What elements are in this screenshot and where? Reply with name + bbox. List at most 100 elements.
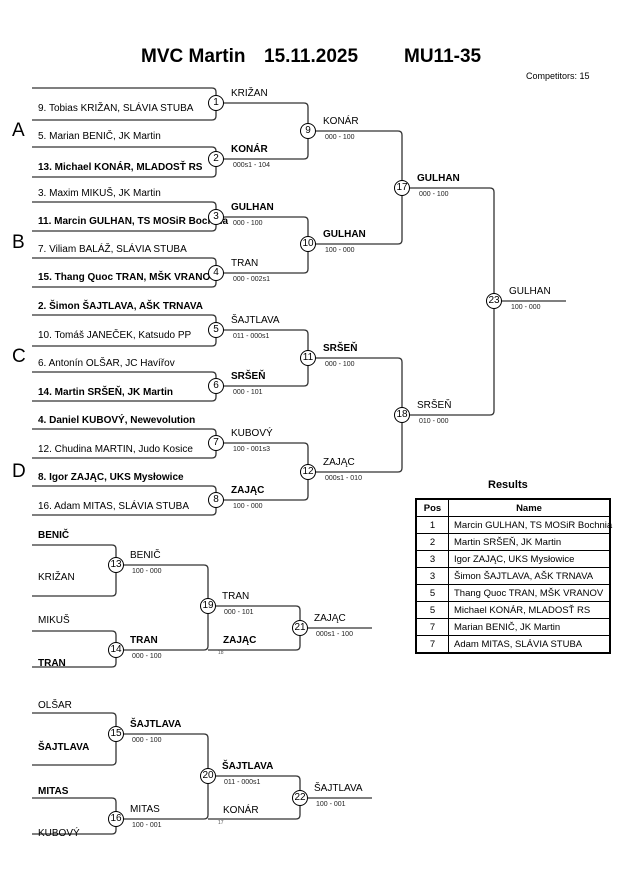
entry-label: 5. Marian BENIČ, JK Martin	[38, 131, 161, 142]
event-title: MVC Martin	[141, 46, 246, 67]
match-winner: ŠAJTLAVA	[231, 315, 280, 326]
result-position: 3	[415, 550, 449, 568]
match-score: 100 - 001	[132, 822, 162, 829]
match-number: 7	[208, 435, 224, 451]
results-col-name: Name	[448, 498, 611, 517]
match-number: 14	[108, 642, 124, 658]
match-winner: ZAJĄC	[323, 457, 355, 468]
result-name: Martin SRŠEŇ, JK Martin	[448, 533, 611, 551]
results-title: Results	[488, 479, 528, 491]
match-number: 18	[394, 407, 410, 423]
bracket-line	[402, 187, 495, 416]
match-winner: SRŠEŇ	[417, 400, 452, 411]
match-number: 23	[486, 293, 502, 309]
result-name: Marcin GULHAN, TS MOSiR Bochnia	[448, 516, 612, 534]
match-score: 000 - 101	[224, 609, 254, 616]
match-winner: ŠAJTLAVA	[222, 761, 274, 772]
match-number: 6	[208, 378, 224, 394]
bracket-line	[32, 712, 117, 766]
match-number: 15	[108, 726, 124, 742]
repechage-incoming: KONÁR	[223, 805, 259, 816]
match-score: 100 - 000	[132, 568, 162, 575]
incoming-source: 18	[218, 650, 224, 656]
match-number: 20	[200, 768, 216, 784]
bracket-line	[308, 357, 403, 473]
match-number: 8	[208, 492, 224, 508]
entry-label: 15. Thang Quoc TRAN, MŠK VRANOV	[38, 272, 217, 283]
match-winner: KRIŽAN	[231, 88, 268, 99]
repechage-entry: MIKUŠ	[38, 615, 70, 626]
entry-label: 10. Tomáš JANEČEK, Katsudo PP	[38, 330, 192, 341]
match-number: 9	[300, 123, 316, 139]
match-winner: BENIČ	[130, 550, 161, 561]
repechage-entry: KUBOVÝ	[38, 828, 80, 839]
repechage-entry: MITAS	[38, 786, 69, 797]
match-winner: GULHAN	[323, 229, 366, 240]
result-position: 5	[415, 601, 449, 619]
bracket-line	[32, 544, 117, 597]
match-winner: TRAN	[222, 591, 250, 602]
match-number: 11	[300, 350, 316, 366]
match-score: 000 - 100	[325, 134, 355, 141]
match-score: 000s1 - 100	[316, 631, 353, 638]
match-number: 1	[208, 95, 224, 111]
match-winner: GULHAN	[417, 173, 460, 184]
pool-label-a: A	[12, 120, 25, 141]
match-score: 000 - 100	[233, 220, 263, 227]
match-winner: KONÁR	[231, 144, 268, 155]
match-score: 100 - 000	[325, 247, 355, 254]
entry-label: 7. Viliam BALÁŽ, SLÁVIA STUBA	[38, 244, 187, 255]
results-header-row: Pos Name	[415, 498, 611, 517]
match-winner: TRAN	[231, 258, 259, 269]
entry-label: 2. Šimon ŠAJTLAVA, AŠK TRNAVA	[38, 301, 204, 312]
match-winner: SRŠEŇ	[323, 343, 358, 354]
entry-label: 14. Martin SRŠEŇ, JK Martin	[38, 387, 174, 398]
match-number: 10	[300, 236, 316, 252]
match-number: 21	[292, 620, 308, 636]
repechage-entry: ŠAJTLAVA	[38, 742, 90, 753]
match-score: 000 - 100	[132, 737, 162, 744]
match-score: 000 - 100	[419, 191, 449, 198]
repechage-incoming: ZAJĄC	[223, 635, 257, 646]
pool-label-d: D	[12, 461, 26, 482]
match-winner: GULHAN	[231, 202, 274, 213]
match-number: 5	[208, 322, 224, 338]
result-position: 7	[415, 618, 449, 636]
competitors-count: Competitors: 15	[526, 71, 590, 81]
category-title: MU11-35	[404, 46, 482, 67]
match-winner: KUBOVÝ	[231, 428, 273, 439]
match-number: 2	[208, 151, 224, 167]
entry-label: 12. Chudina MARTIN, Judo Kosice	[38, 444, 193, 455]
match-number: 13	[108, 557, 124, 573]
pool-label-c: C	[12, 346, 26, 367]
match-winner: TRAN	[130, 635, 158, 646]
match-score: 011 - 000s1	[224, 779, 261, 786]
result-position: 3	[415, 567, 449, 585]
incoming-source: 17	[218, 820, 224, 826]
match-score: 000s1 - 104	[233, 162, 270, 169]
result-position: 2	[415, 533, 449, 551]
match-number: 3	[208, 209, 224, 225]
match-winner: ZAJĄC	[314, 613, 346, 624]
match-score: 100 - 001s3	[233, 446, 270, 453]
result-name: Thang Quoc TRAN, MŠK VRANOV	[448, 584, 611, 602]
match-number: 17	[394, 180, 410, 196]
entry-label: 3. Maxim MIKUŠ, JK Martin	[38, 188, 161, 199]
entry-label: 8. Igor ZAJĄC, UKS Mysłowice	[38, 472, 184, 483]
match-winner: GULHAN	[509, 286, 551, 297]
repechage-entry: TRAN	[38, 658, 66, 669]
match-score: 010 - 000	[419, 418, 449, 425]
entry-label: 9. Tobias KRIŽAN, SLÁVIA STUBA	[38, 103, 194, 114]
match-winner: SRŠEŇ	[231, 371, 266, 382]
match-number: 19	[200, 598, 216, 614]
match-score: 011 - 000s1	[233, 333, 270, 340]
match-score: 100 - 000	[511, 304, 541, 311]
entry-label: 11. Marcin GULHAN, TS MOSiR Bochnia	[38, 216, 229, 227]
entry-label: 4. Daniel KUBOVÝ, Newevolution	[38, 415, 196, 426]
